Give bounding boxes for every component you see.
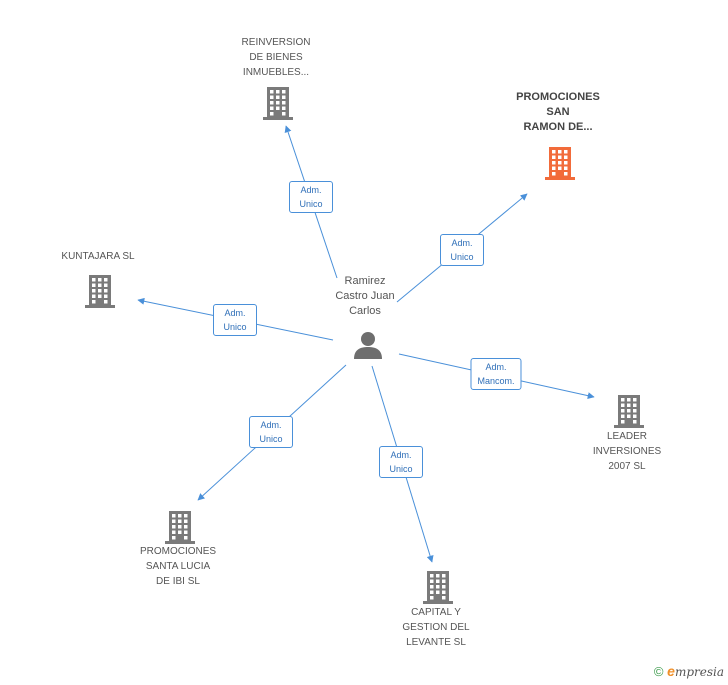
brand-name: mpresia [674, 665, 724, 679]
promociones-santa-lucia-icon-wrap[interactable] [164, 509, 196, 550]
building-icon [614, 395, 644, 428]
reinversion-label[interactable]: REINVERSION DE BIENES INMUEBLES... [241, 37, 311, 78]
reinversion-icon-wrap[interactable] [262, 85, 294, 126]
edge-label-promociones-santa-lucia[interactable]: Adm. Unico [249, 416, 293, 448]
promociones-santa-lucia-label[interactable]: PROMOCIONES SANTA LUCIA DE IBI SL [139, 546, 217, 587]
edge-label-promociones-san-ramon[interactable]: Adm. Unico [440, 234, 484, 266]
footer-brand: © empresia [654, 663, 724, 679]
leader-label[interactable]: LEADER INVERSIONES 2007 SL [592, 431, 662, 472]
building-icon [263, 87, 293, 120]
capital-gestion-icon-wrap[interactable] [422, 569, 454, 610]
building-icon [85, 275, 115, 308]
building-icon [545, 147, 575, 180]
kuntajara-label[interactable]: KUNTAJARA SL [61, 251, 135, 262]
edge-label-leader[interactable]: Adm. Mancom. [470, 358, 522, 390]
person-name-label: Ramirez Castro Juan Carlos [335, 275, 395, 317]
building-icon [165, 511, 195, 544]
brand-logo-initial: e [667, 663, 675, 679]
leader-icon-wrap[interactable] [613, 393, 645, 434]
edge-label-reinversion[interactable]: Adm. Unico [289, 181, 333, 213]
edge-label-kuntajara[interactable]: Adm. Unico [213, 304, 257, 336]
capital-gestion-label[interactable]: CAPITAL Y GESTION DEL LEVANTE SL [402, 607, 470, 648]
promociones-san-ramon-icon-wrap[interactable] [544, 145, 576, 186]
building-icon [423, 571, 453, 604]
person-icon[interactable] [353, 330, 383, 360]
promociones-san-ramon-label[interactable]: PROMOCIONES SAN RAMON DE... [516, 91, 600, 133]
copyright-symbol: © [653, 664, 664, 679]
kuntajara-icon-wrap[interactable] [84, 273, 116, 314]
edge-label-capital-gestion[interactable]: Adm. Unico [379, 446, 423, 478]
